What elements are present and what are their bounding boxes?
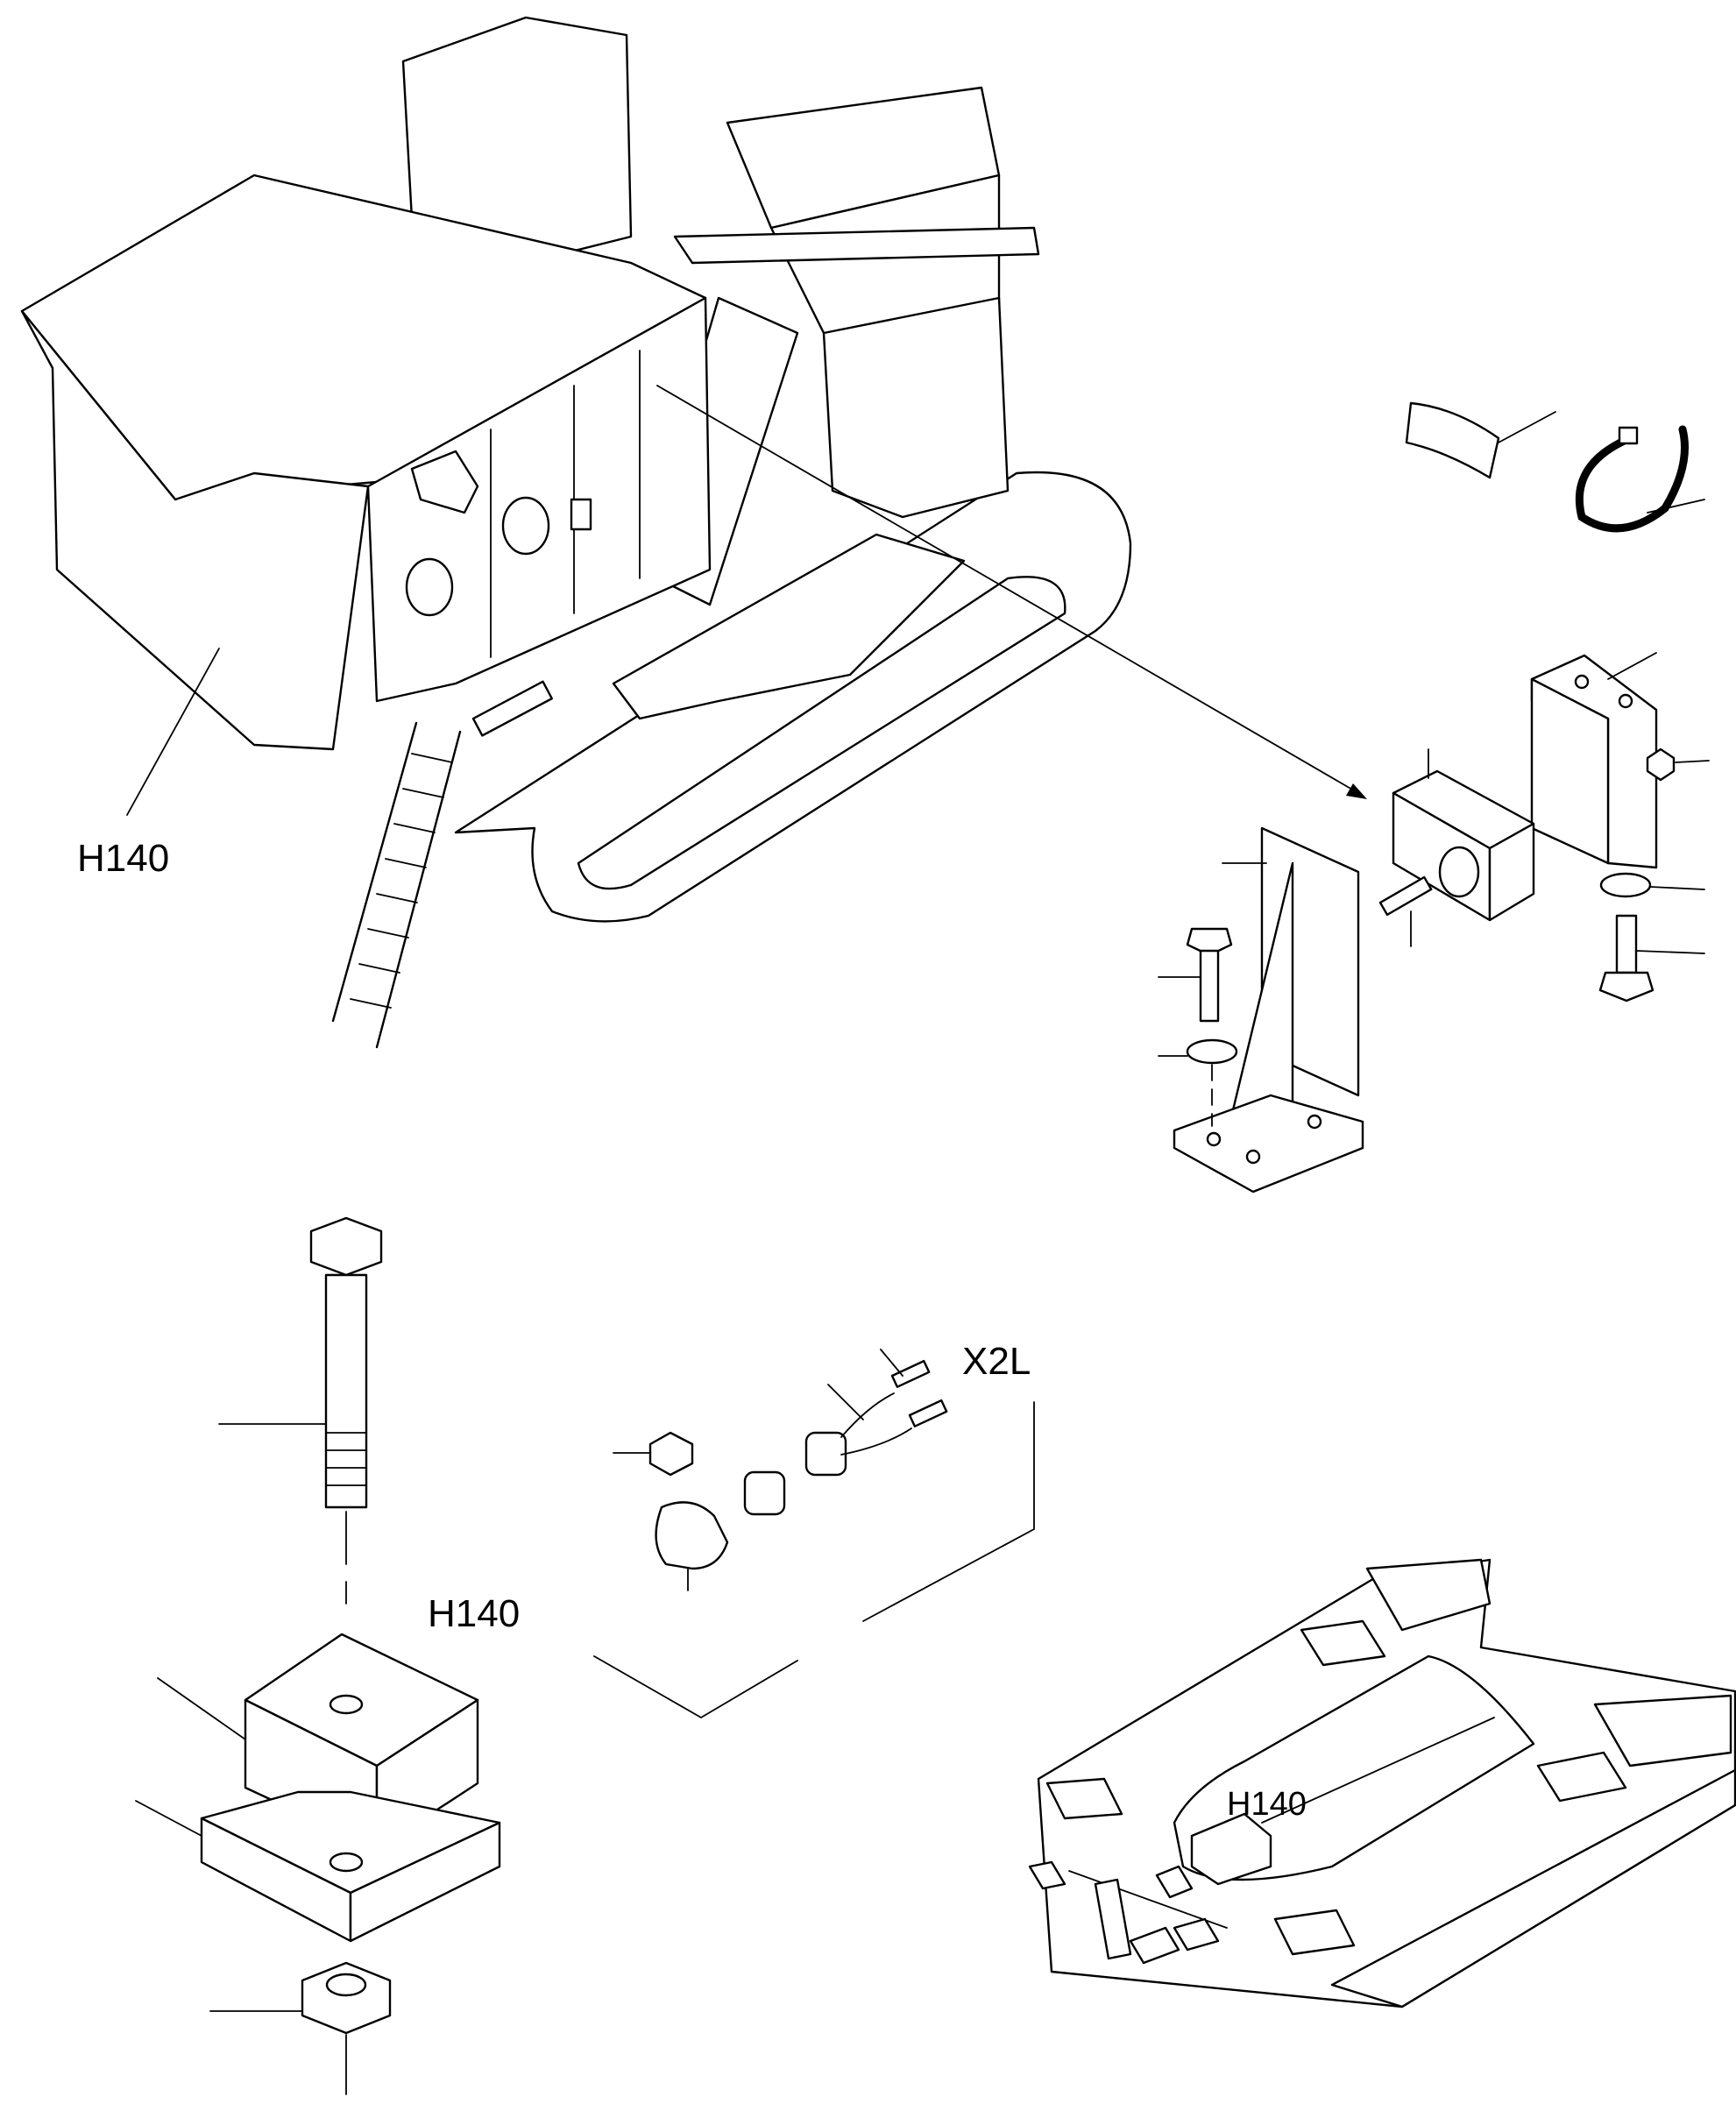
cable-end bbox=[1405, 401, 1500, 479]
callout-leader bbox=[1675, 760, 1710, 763]
platform-rail bbox=[673, 226, 1040, 265]
frame-pad bbox=[1300, 1619, 1386, 1667]
wire-terminal bbox=[890, 1359, 931, 1388]
connector-ref-leader bbox=[862, 1401, 1035, 1622]
upper-bracket-face bbox=[1530, 677, 1610, 865]
wire bbox=[840, 1427, 912, 1456]
washer-right bbox=[1599, 872, 1652, 898]
porthole bbox=[405, 557, 454, 617]
frame-mount-block bbox=[1190, 1812, 1272, 1886]
leader-arrow-line bbox=[656, 385, 1359, 794]
hex-bolt-shank bbox=[324, 1273, 368, 1509]
jam-nut bbox=[648, 1431, 694, 1477]
frame-front-edge bbox=[1330, 1768, 1736, 2008]
ladder-cylinder bbox=[471, 680, 553, 737]
bolt-left-head bbox=[1186, 927, 1233, 957]
machine-ref-label: H140 bbox=[77, 837, 170, 880]
hex-bolt-head bbox=[309, 1216, 383, 1277]
callout-leader bbox=[157, 1677, 246, 1740]
connector-ref-label: X2L bbox=[962, 1340, 1031, 1383]
callout-leader bbox=[126, 648, 220, 816]
base-plate-hole bbox=[329, 1852, 364, 1873]
connector-assembly bbox=[593, 1349, 1035, 1719]
isolator-mount-assembly bbox=[135, 1216, 501, 2095]
lock-nut-bore bbox=[325, 1973, 367, 1997]
superstructure-front bbox=[20, 309, 370, 751]
frame-edge bbox=[1068, 1870, 1228, 1929]
callout-leader bbox=[1261, 1717, 1495, 1824]
callout-leader bbox=[135, 1800, 202, 1837]
mount-ref-label: H140 bbox=[428, 1592, 521, 1635]
frame-ref-label: H140 bbox=[1227, 1786, 1307, 1823]
bracket-hole bbox=[1574, 674, 1590, 690]
callout-leader bbox=[1607, 652, 1657, 680]
callout-leader bbox=[1498, 411, 1556, 443]
frame-top-plate bbox=[1593, 1694, 1732, 1768]
frame-pad bbox=[1536, 1751, 1627, 1803]
base-plate-side bbox=[349, 1821, 501, 1943]
washer-left bbox=[1186, 1038, 1238, 1065]
wire-terminal bbox=[908, 1399, 948, 1427]
bolt-left-shank bbox=[1199, 949, 1220, 1023]
superstructure-side bbox=[366, 296, 712, 703]
cab-column bbox=[822, 296, 1010, 519]
bracket-hole bbox=[1206, 1131, 1222, 1147]
bracket-hole bbox=[1307, 1114, 1322, 1130]
callout-leader bbox=[827, 1384, 864, 1420]
frame-bracket bbox=[1173, 1917, 1220, 1952]
cable-tie bbox=[1575, 425, 1689, 533]
wire bbox=[840, 1392, 895, 1438]
sensor-bracket-assembly bbox=[1158, 401, 1710, 1194]
lock-nut bbox=[301, 1961, 392, 2035]
bolt-right-head bbox=[1598, 971, 1655, 1002]
bracket-hole bbox=[1245, 1149, 1261, 1165]
socket-screw bbox=[1378, 875, 1433, 917]
hex-nut-small bbox=[1646, 747, 1676, 782]
connector-coil-a bbox=[743, 1470, 786, 1516]
crawler-track bbox=[454, 471, 1132, 923]
porthole bbox=[501, 496, 550, 556]
side-bracket bbox=[410, 450, 479, 514]
crawler-track-inner bbox=[577, 576, 1066, 890]
rubber-block-hole bbox=[329, 1694, 364, 1715]
frame-bracket bbox=[1028, 1860, 1066, 1890]
frame-pad bbox=[1273, 1909, 1356, 1956]
frame-assembly bbox=[1028, 1558, 1736, 2008]
carbody bbox=[612, 533, 966, 720]
callout-leader bbox=[1636, 950, 1705, 954]
elbow-fitting bbox=[655, 1501, 729, 1570]
cable-tie-head bbox=[1618, 426, 1639, 445]
machine-illustration bbox=[20, 16, 1367, 1049]
frame-top-plate bbox=[1365, 1558, 1492, 1632]
l-bracket-base bbox=[1173, 1094, 1364, 1194]
sensor-block-side bbox=[1488, 822, 1535, 922]
frame-bracket bbox=[1094, 1878, 1132, 1960]
callout-leader bbox=[880, 1349, 903, 1377]
access-ladder bbox=[331, 721, 462, 1049]
frame-bracket bbox=[1129, 1926, 1180, 1965]
bracket-hole bbox=[1618, 693, 1633, 709]
bolt-right-shank bbox=[1615, 914, 1638, 974]
frame-bracket bbox=[1155, 1865, 1194, 1899]
connector-coil-b bbox=[804, 1431, 847, 1477]
mount-ref-leader bbox=[593, 1655, 798, 1719]
frame-pad bbox=[1045, 1777, 1123, 1820]
sensor-bore bbox=[1438, 846, 1480, 898]
side-switch bbox=[570, 498, 592, 531]
arrowhead bbox=[1346, 783, 1367, 799]
callout-leader bbox=[1649, 886, 1705, 890]
callout-leader bbox=[1647, 499, 1705, 514]
